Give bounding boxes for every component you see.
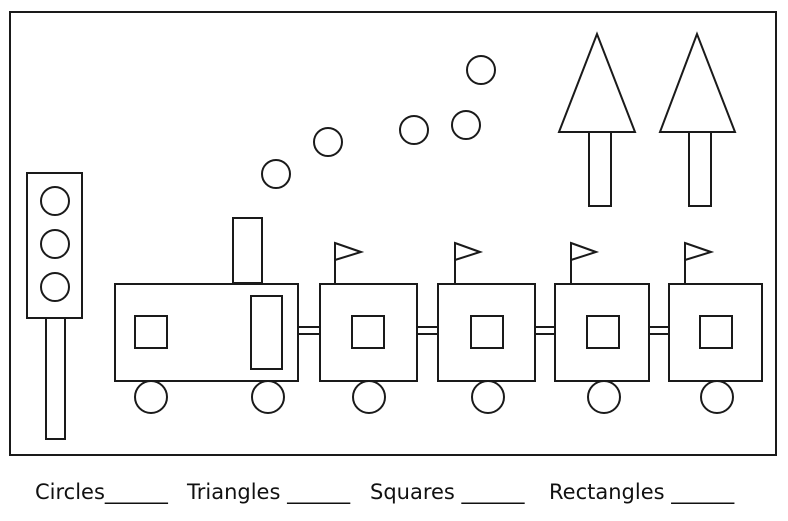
engine-window-square	[134, 315, 168, 349]
car-window-square	[699, 315, 733, 349]
flag-triangle	[334, 241, 365, 262]
smoke-puffs	[261, 55, 496, 189]
smoke-circle	[451, 110, 481, 140]
traffic-light	[26, 172, 83, 440]
tree-trunk-rectangle	[688, 131, 712, 207]
car-window-square	[351, 315, 385, 349]
smoke-circle	[313, 127, 343, 157]
train-car	[319, 241, 418, 414]
coupling-rectangle	[648, 326, 670, 335]
tree-trunk-rectangle	[588, 131, 612, 207]
flag-triangle	[454, 241, 484, 262]
traffic-light-lamp-bottom	[40, 272, 70, 302]
train-car	[554, 241, 650, 414]
answer-line: Circles______ Triangles ______ Squares _…	[0, 478, 788, 510]
train-car	[437, 241, 536, 414]
smoke-circle	[399, 115, 429, 145]
traffic-light-lamp-top	[40, 186, 70, 216]
wheel-circle	[587, 380, 621, 414]
coupling-rectangle	[534, 326, 556, 335]
flag-triangle	[570, 241, 600, 262]
wheel-circle	[700, 380, 734, 414]
engine-chimney-rectangle	[232, 217, 263, 284]
squares-count-blank[interactable]: Squares ______	[370, 480, 525, 504]
smoke-circle	[466, 55, 496, 85]
triangles-count-blank[interactable]: Triangles ______	[187, 480, 351, 504]
tree-top-triangle	[557, 31, 637, 133]
circles-count-blank[interactable]: Circles______	[35, 480, 168, 504]
smoke-circle	[261, 159, 291, 189]
tree	[557, 31, 637, 207]
wheel-circle	[471, 380, 505, 414]
coupling-rectangle	[416, 326, 439, 335]
engine-door-rectangle	[250, 295, 283, 370]
car-window-square	[470, 315, 504, 349]
wheel-circle	[134, 380, 168, 414]
wheel-circle	[251, 380, 285, 414]
traffic-light-lamp-middle	[40, 229, 70, 259]
train-car	[668, 241, 763, 414]
flag-triangle	[684, 241, 715, 262]
tree	[658, 31, 737, 207]
wheel-circle	[352, 380, 386, 414]
coupling-rectangle	[297, 326, 321, 335]
tree-top-triangle	[658, 31, 737, 133]
train-engine	[114, 217, 299, 414]
rectangles-count-blank[interactable]: Rectangles ______	[549, 480, 735, 504]
car-window-square	[586, 315, 620, 349]
traffic-light-pole	[45, 317, 66, 440]
